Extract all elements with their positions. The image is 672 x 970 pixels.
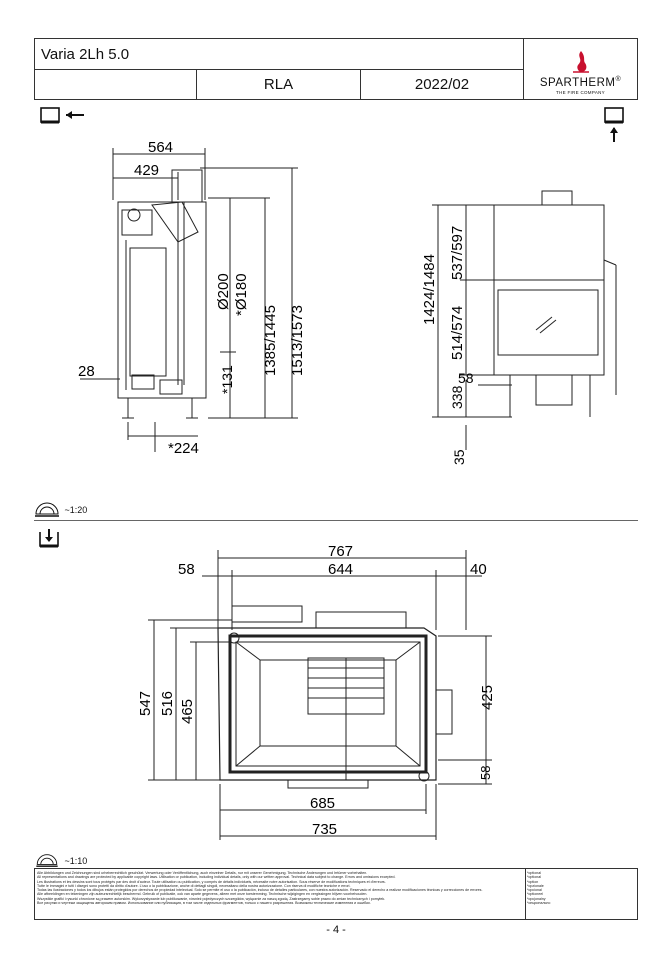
dim-width-inner: 429 <box>134 162 159 179</box>
disclaimer-divider <box>525 869 526 919</box>
disclaimer-line: Wszystkie grafiki i rysunki chronione są… <box>37 896 386 901</box>
dim-plan-right-small: 58 <box>478 766 493 780</box>
dim-flue-inner: *Ø180 <box>233 273 250 316</box>
revision-date: 2022/02 <box>414 76 470 93</box>
dim-bottom: *224 <box>168 440 199 457</box>
view-down-arrow-icon <box>39 529 59 548</box>
dim-base: *131 <box>219 365 235 394</box>
side-view-drawing: 564 429 Ø200 *Ø180 1385/1445 1513/1573 *… <box>78 140 306 457</box>
scale-label-top: ~1:20 <box>64 505 88 516</box>
disclaimer-line: Alle Abbildungen und Zeichnungen sind ur… <box>37 871 368 875</box>
note-line: *option <box>527 879 539 884</box>
variant-code: RLA <box>197 70 361 99</box>
disclaimer-text: Alle Abbildungen und Zeichnungen sind ur… <box>37 871 525 905</box>
disclaimer-box: Alle Abbildungen und Zeichnungen sind ur… <box>34 868 638 920</box>
brand-logo: SPARTHERM® THE FIRE COMPANY <box>523 39 637 99</box>
dim-plan-width-total: 767 <box>328 543 353 560</box>
dim-front-total: 1424/1484 <box>421 254 438 325</box>
model-name: Varia 2Lh 5.0 <box>35 39 523 70</box>
dim-height-a: 1385/1445 <box>262 305 279 376</box>
dim-flue-outer: Ø200 <box>215 273 232 310</box>
section-divider <box>34 520 638 521</box>
dim-side: 28 <box>78 363 95 380</box>
front-view-drawing: 1424/1484 537/597 514/574 338 58 35 <box>421 190 617 465</box>
dim-plan-bottom-a: 685 <box>310 795 335 812</box>
dim-front-leg: 58 <box>458 370 474 386</box>
dim-plan-height-total: 547 <box>137 691 154 716</box>
dim-plan-height-mid: 516 <box>159 691 176 716</box>
dim-height-b: 1513/1573 <box>289 305 306 376</box>
brand-name: SPARTHERM® <box>539 76 622 89</box>
dim-plan-middle: 644 <box>328 561 353 578</box>
view-up-arrow-icon <box>604 107 624 142</box>
disclaimer-line: Les illustrations et les dessins sont to… <box>37 879 386 884</box>
dim-front-top: 537/597 <box>449 226 466 280</box>
scale-icon-bottom <box>36 853 58 867</box>
dim-plan-right: 40 <box>470 561 487 578</box>
dim-plan-height-inner: 465 <box>179 699 196 724</box>
page-number: - 4 - <box>326 924 346 936</box>
note-line: *opcional <box>527 888 542 893</box>
disclaimer-line: All representations and drawings are pro… <box>37 875 396 880</box>
note-line: *opzionale <box>527 883 544 888</box>
brand-tagline: THE FIRE COMPANY <box>556 90 605 95</box>
dim-front-base: 338 <box>449 385 465 409</box>
scale-indicator-bottom: ~1:10 <box>34 851 87 869</box>
scale-indicator-top: ~1:20 <box>34 500 87 518</box>
dim-width-total: 564 <box>148 140 173 156</box>
scale-icon <box>35 502 59 517</box>
dim-front-foot: 35 <box>451 449 467 465</box>
disclaimer-line: Todas las ilustraciones y todos los dibu… <box>37 888 483 893</box>
note-line: *optional <box>527 875 541 880</box>
disclaimer-line: Tutte le immagini e tutti i disegni sono… <box>37 883 351 888</box>
note-line: *опционально <box>527 901 551 906</box>
flame-icon <box>572 51 589 73</box>
title-empty-cell <box>35 70 197 99</box>
note-line: *optional <box>527 871 541 875</box>
disclaimer-notes: *optional *optional *option *opzionale *… <box>527 871 635 905</box>
dim-plan-right-height: 425 <box>479 685 496 710</box>
note-line: *optioneel <box>527 892 543 897</box>
plan-view-drawing: 767 58 644 40 547 516 465 425 58 685 735 <box>137 543 496 840</box>
disclaimer-line: Alle afbeeldingen en tekeningen zijn aut… <box>37 892 368 897</box>
dim-front-glass: 514/574 <box>449 306 466 360</box>
scale-label-bottom: ~1:10 <box>64 856 88 866</box>
dim-plan-bottom-b: 735 <box>312 821 337 838</box>
dim-plan-left: 58 <box>178 561 195 578</box>
title-block: Varia 2Lh 5.0 RLA 2022/02 SPARTHERM® THE… <box>34 38 638 100</box>
disclaimer-line: Все рисунки и чертежи защищены авторским… <box>37 901 371 906</box>
view-left-arrow-icon <box>40 107 84 124</box>
note-line: *opcjonalny <box>527 896 546 901</box>
